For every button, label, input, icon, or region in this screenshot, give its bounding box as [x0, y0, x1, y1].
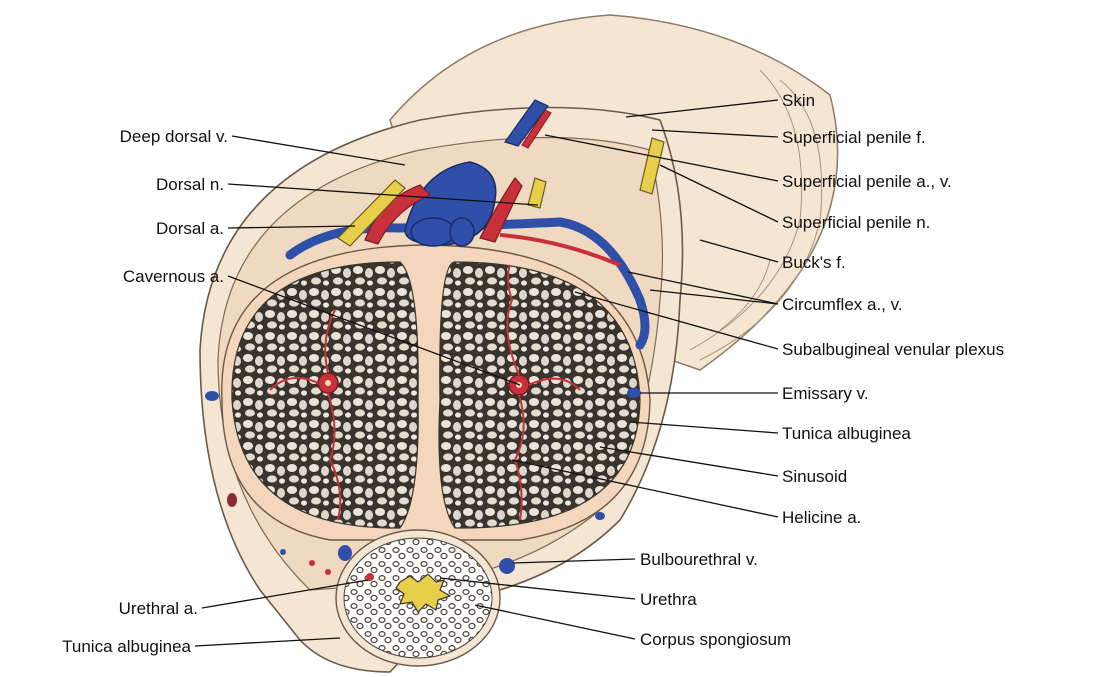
label-superficial-penile-artery-vein: Superficial penile a., v.	[782, 172, 952, 191]
label-bucks-fascia: Buck's f.	[782, 253, 846, 272]
label-tunica-albuginea-left: Tunica albuginea	[62, 637, 191, 656]
label-subalbugineal-plexus: Subalbugineal venular plexus	[782, 340, 1004, 359]
label-urethra: Urethra	[640, 590, 697, 609]
label-deep-dorsal-vein: Deep dorsal v.	[120, 127, 228, 146]
label-dorsal-artery: Dorsal a.	[156, 219, 224, 238]
label-sinusoid: Sinusoid	[782, 467, 847, 486]
label-emissary-vein: Emissary v.	[782, 384, 869, 403]
label-superficial-penile-nerve: Superficial penile n.	[782, 213, 930, 232]
label-cavernous-artery: Cavernous a.	[123, 267, 224, 286]
label-corpus-spongiosum: Corpus spongiosum	[640, 630, 791, 649]
label-helicine-artery: Helicine a.	[782, 508, 861, 527]
label-urethral-artery: Urethral a.	[119, 599, 198, 618]
label-dorsal-nerve: Dorsal n.	[156, 175, 224, 194]
label-skin: Skin	[782, 91, 815, 110]
label-tunica-albuginea-right: Tunica albuginea	[782, 424, 911, 443]
label-circumflex-artery-vein: Circumflex a., v.	[782, 295, 903, 314]
label-bulbourethral-vein: Bulbourethral v.	[640, 550, 758, 569]
label-superficial-penile-fascia: Superficial penile f.	[782, 128, 926, 147]
